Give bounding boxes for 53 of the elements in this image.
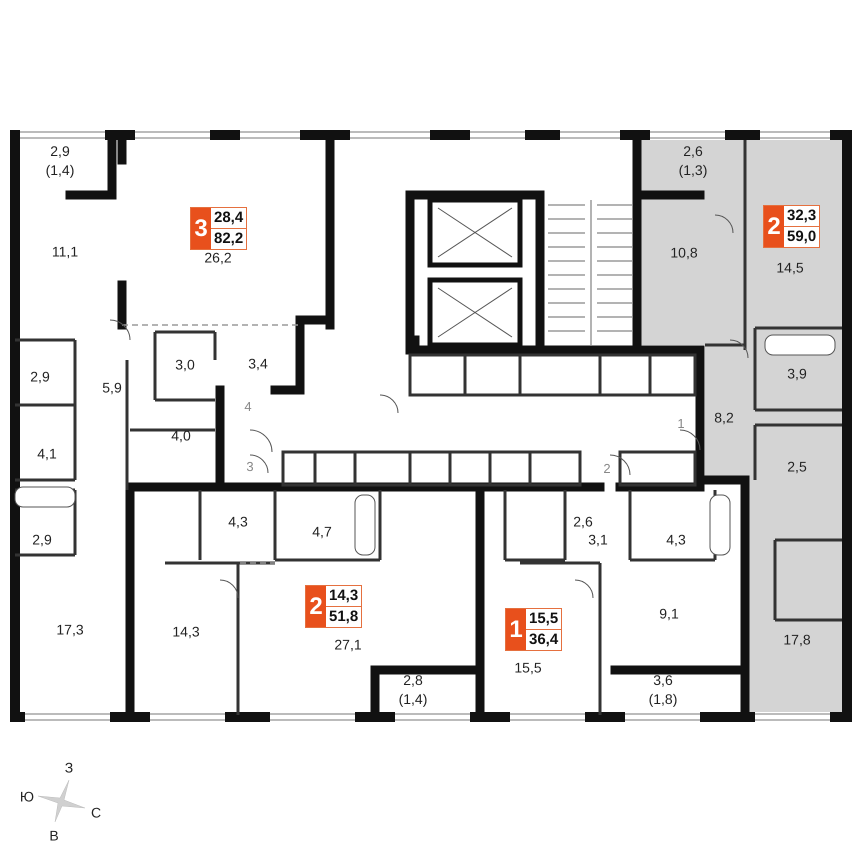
apartment-badge — [190, 207, 248, 250]
area-value: 15,5 — [528, 609, 560, 629]
door-number: 4 — [244, 398, 252, 416]
room-area: 2,9 — [30, 368, 50, 386]
area-value: 82,2 — [211, 228, 246, 249]
room-area: 27,1 — [334, 636, 362, 654]
room-area: 4,0 — [171, 426, 191, 446]
compass-letter: С — [90, 804, 102, 822]
room-area: 3,6 (1,8) — [641, 671, 685, 709]
room-area: 3,1 — [588, 530, 608, 550]
compass-letter: Ю — [20, 788, 34, 806]
room-area: 9,1 — [659, 604, 679, 624]
room-area: 26,2 — [204, 248, 232, 268]
door-number: 1 — [677, 415, 685, 433]
room-area: 17,8 — [783, 630, 811, 650]
room-count: 1 — [506, 609, 526, 650]
room-area: 14,5 — [776, 258, 804, 278]
area-value: 32,3 — [786, 206, 818, 226]
area-value: 28,4 — [213, 208, 244, 228]
room-area: 4,7 — [312, 522, 332, 542]
door-number: 2 — [603, 460, 611, 478]
room-area: 15,5 — [514, 658, 542, 678]
room-area: 10,8 — [670, 244, 698, 262]
apartment-badge — [505, 608, 562, 651]
room-area: 2,9 (1,4) — [38, 142, 82, 180]
room-area: 14,3 — [172, 622, 200, 642]
area-value: 51,8 — [326, 606, 362, 627]
room-count: 3 — [191, 208, 211, 249]
compass-letter: В — [49, 826, 59, 846]
room-area: 2,6 (1,3) — [671, 142, 715, 180]
room-area: 2,8 (1,4) — [391, 671, 435, 709]
room-area: 3,4 — [248, 354, 268, 374]
door-number: 3 — [246, 458, 254, 476]
area-value: 36,4 — [526, 629, 562, 650]
room-count: 2 — [764, 206, 784, 247]
room-area: 17,3 — [56, 620, 84, 640]
room-area: 4,3 — [666, 530, 686, 550]
apartment-badge — [763, 205, 820, 248]
room-area: 3,9 — [787, 364, 807, 384]
room-area: 4,3 — [228, 512, 248, 532]
room-area: 11,1 — [52, 242, 78, 262]
apartment-badge — [305, 585, 362, 628]
area-value: 59,0 — [784, 226, 820, 247]
room-area: 2,5 — [787, 458, 807, 476]
room-area: 4,1 — [37, 444, 57, 464]
room-count: 2 — [306, 586, 326, 627]
room-area: 5,9 — [102, 378, 122, 398]
area-value: 14,3 — [328, 586, 360, 606]
compass-letter: З — [64, 758, 74, 778]
room-area: 8,2 — [714, 408, 734, 428]
room-area: 2,6 — [573, 512, 593, 532]
room-area: 3,0 — [175, 356, 195, 374]
room-area: 2,9 — [32, 530, 52, 550]
